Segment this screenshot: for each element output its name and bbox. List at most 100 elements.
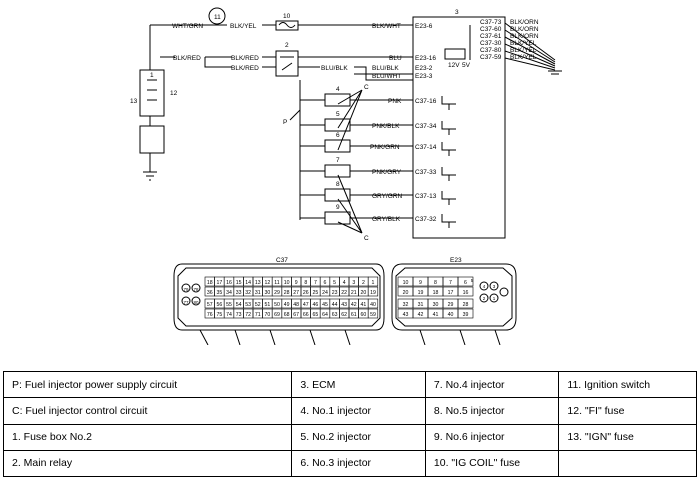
callout-number: 12 xyxy=(170,90,178,97)
connector-pin-label: 1 xyxy=(372,280,375,286)
wiring-diagram: WHT/GRN BLK/YEL BLK/WHT BLK/RED BLK/RED … xyxy=(130,7,562,345)
connector-pin-label: 64 xyxy=(322,312,328,318)
connector-pin-label: 18 xyxy=(207,280,213,286)
callout-number: 5 xyxy=(336,111,340,118)
legend-item: 9. No.6 injector xyxy=(424,423,560,451)
connector-pin-label: 46 xyxy=(313,302,319,308)
connector-pin-label: 62 xyxy=(341,312,347,318)
connector-pin-label: 39 xyxy=(463,312,469,318)
connector-pin-label: 20 xyxy=(361,290,367,296)
connector-pin-label: 42 xyxy=(351,302,357,308)
ground-wire-label: BLK/ORN xyxy=(510,26,539,33)
legend-row: C: Fuel injector control circuit 4. No.1… xyxy=(2,397,697,425)
connector-pin-label: 29 xyxy=(274,290,280,296)
connector-pin-label: 57 xyxy=(207,302,213,308)
terminal-label: C37-32 xyxy=(415,216,437,223)
legend-item: 12. "FI" fuse xyxy=(558,397,697,425)
callout-number: 3 xyxy=(455,9,459,16)
wire-label: BLK/RED xyxy=(173,55,201,62)
connector-pin-label: 51 xyxy=(265,302,271,308)
connector-pin-label: 33 xyxy=(236,290,242,296)
terminal-label: E23-3 xyxy=(415,73,433,80)
wire-label: BLK/RED xyxy=(231,55,259,62)
legend-item: 5. No.2 injector xyxy=(291,423,426,451)
connector-pin-label: 78 xyxy=(193,287,199,292)
wire-label: BLU/BLK xyxy=(372,65,399,72)
wire-label: BLU xyxy=(389,55,402,62)
connector-pin-label: 63 xyxy=(332,312,338,318)
terminal-label: C37-60 xyxy=(480,26,502,33)
legend-item: C: Fuel injector control circuit xyxy=(2,397,293,425)
terminal-label: C37-16 xyxy=(415,98,437,105)
connector-pin-label: 9 xyxy=(295,280,298,286)
connector-pin xyxy=(367,308,379,319)
connector-pin-label: 11 xyxy=(274,280,279,286)
connector-pin-label: 25 xyxy=(313,290,319,296)
terminal-label: E23-2 xyxy=(415,65,433,72)
connector-pin xyxy=(457,308,474,319)
connector-pin-label: 80 xyxy=(193,300,199,305)
connector-title: C37 xyxy=(276,257,288,264)
terminal-label: C37-33 xyxy=(415,169,437,176)
connector-pin-label: 28 xyxy=(463,302,469,308)
wire-label: PNK/BLK xyxy=(372,123,400,130)
callout-number: 13 xyxy=(130,98,138,105)
ground-wire-label: BLK/YEL xyxy=(510,40,537,47)
connector-pin-label: 15 xyxy=(236,280,242,286)
legend-item: 13. "IGN" fuse xyxy=(558,423,697,451)
terminal-label: E23-16 xyxy=(415,55,436,62)
terminal-label: C37-13 xyxy=(415,193,437,200)
wire-label: PNK/GRY xyxy=(372,169,402,176)
connector-pin-label: 41 xyxy=(433,312,439,318)
connector-pin-label: 32 xyxy=(403,302,409,308)
callout-letter: C xyxy=(364,84,369,91)
connector-pin-label: 17 xyxy=(217,280,223,286)
connector-pin-label: 19 xyxy=(418,290,424,296)
terminal-label: C37-59 xyxy=(480,54,502,61)
terminal-label: C37-30 xyxy=(480,40,502,47)
connector-pin-label: 4 xyxy=(483,284,486,289)
connector-pin-label: 16 xyxy=(226,280,232,286)
connector-pin-label: 30 xyxy=(265,290,271,296)
connector-pin-label: 36 xyxy=(207,290,213,296)
connector-pin-label: 45 xyxy=(322,302,328,308)
connector-pin-label: 48 xyxy=(293,302,299,308)
connector-pin-label: 67 xyxy=(293,312,299,318)
connector-pin-label: 5 xyxy=(333,280,336,286)
connector-pin-label: 74 xyxy=(226,312,232,318)
connector-pin-label: 10 xyxy=(403,280,409,286)
legend-item: 7. No.4 injector xyxy=(424,370,560,399)
connector-pin-label: 6 xyxy=(324,280,327,286)
ground-wire-label: BLK/ORN xyxy=(510,19,539,26)
connector-pin-label: 3 xyxy=(493,284,496,289)
legend-item: 1. Fuse box No.2 xyxy=(2,423,293,451)
voltage-label: 5V xyxy=(462,62,471,69)
connector-pin-label: 50 xyxy=(274,302,280,308)
connector-pin-label: 66 xyxy=(303,312,309,318)
connector-pin-label: 18 xyxy=(433,290,439,296)
callout-number: 9 xyxy=(336,204,340,211)
terminal-label: C37-34 xyxy=(415,123,437,130)
connector-pin-label: 72 xyxy=(245,312,251,318)
connector-pin-label: 1 xyxy=(493,296,496,301)
connector-pin-label: 69 xyxy=(274,312,280,318)
legend-item: 2. Main relay xyxy=(2,449,293,478)
callout-number: 11 xyxy=(214,14,221,21)
connector-pin-label: 7 xyxy=(314,280,317,286)
callout-number: 6 xyxy=(336,132,340,139)
wire-label: GRY/BLK xyxy=(372,216,401,223)
connector-pin-label: 68 xyxy=(284,312,290,318)
connector-pin-label: 21 xyxy=(351,290,357,296)
connector-pin-label: 40 xyxy=(370,302,376,308)
terminal-label: E23-6 xyxy=(415,23,433,30)
connector-pin-label: 77 xyxy=(183,300,189,305)
wire-label: BLU/WHT xyxy=(372,73,401,80)
connector-pin-label: 24 xyxy=(322,290,328,296)
connector-pin xyxy=(457,276,474,287)
connector-pin-label: 47 xyxy=(303,302,309,308)
callout-number: 2 xyxy=(285,42,289,49)
connector-pin-label: 5 xyxy=(471,278,474,283)
connector-pin-label: 40 xyxy=(448,312,454,318)
connector-pin-label: 14 xyxy=(245,280,251,286)
callout-number: 8 xyxy=(336,181,340,188)
